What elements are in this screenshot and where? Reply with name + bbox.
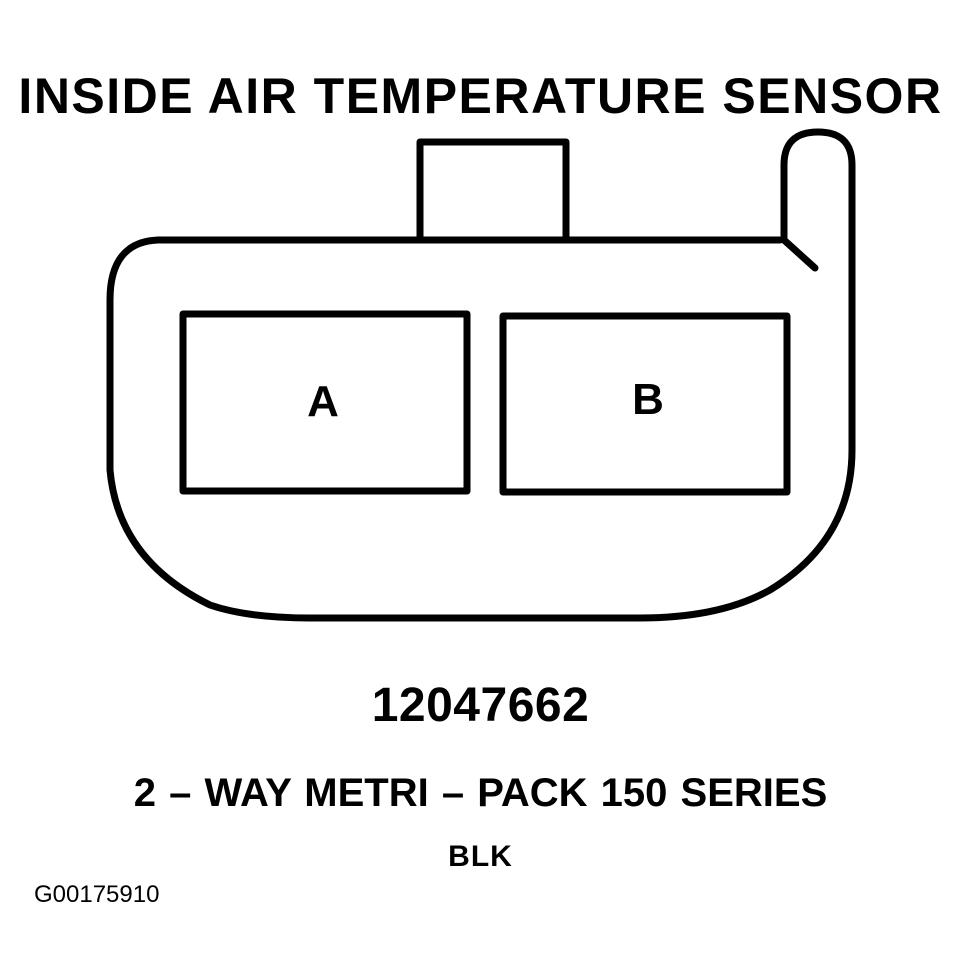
connector-color: BLK — [448, 840, 513, 873]
figure-id: G00175910 — [34, 881, 160, 908]
diagram-title: INSIDE AIR TEMPERATURE SENSOR — [18, 68, 943, 124]
part-number: 12047662 — [371, 679, 590, 732]
locking-tab — [416, 138, 570, 244]
pin-cavity-b — [499, 312, 791, 496]
housing-chamfer — [780, 236, 819, 272]
connector-housing — [106, 128, 856, 622]
connector-series: 2 – WAY METRI – PACK 150 SERIES — [133, 771, 828, 815]
pin-a-label: A — [307, 377, 339, 426]
pin-b-label: B — [632, 375, 664, 424]
pin-cavity-a — [179, 310, 471, 495]
